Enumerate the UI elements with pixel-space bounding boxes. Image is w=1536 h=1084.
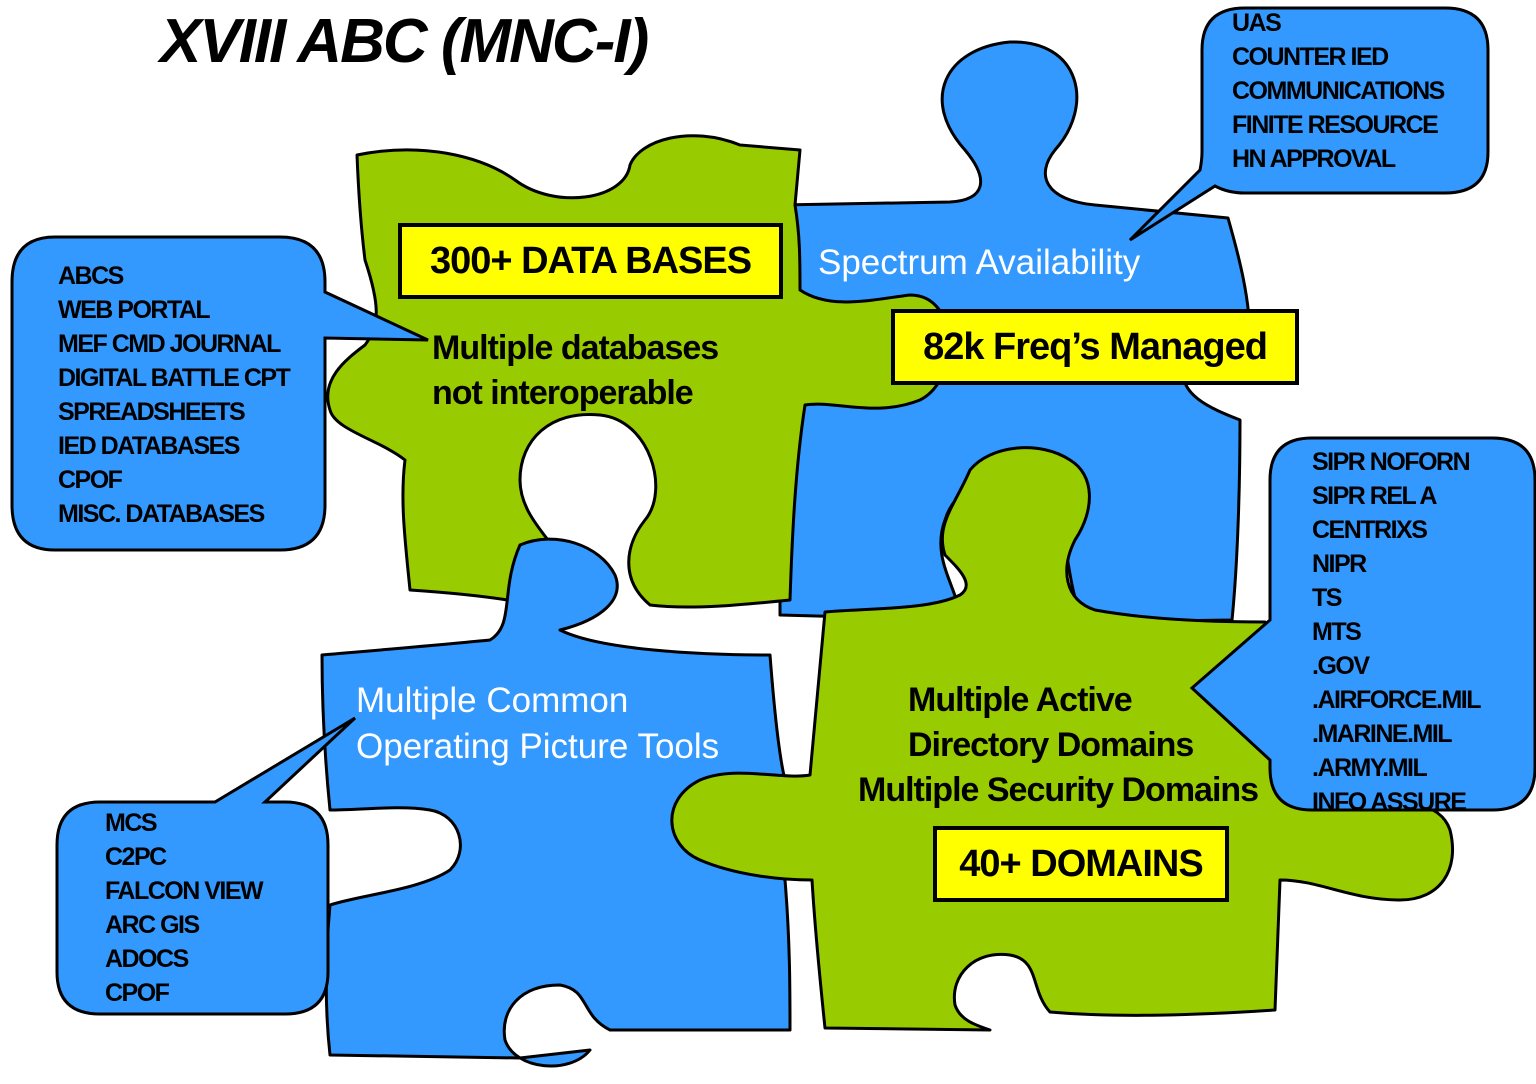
cop-line-1: Multiple Common	[356, 681, 629, 720]
list-item: COUNTER IED	[1232, 43, 1389, 71]
databases-line-2: not interoperable	[432, 374, 694, 412]
list-item: FINITE RESOURCE	[1232, 111, 1439, 139]
databases-line-1: Multiple databases	[432, 329, 719, 367]
domains-description: Multiple Active Directory Domains Multip…	[858, 678, 1259, 813]
databases-count-label: 300+ DATA BASES	[429, 239, 752, 282]
list-item: ABCS	[58, 262, 124, 290]
spectrum-callout-bubble	[1128, 6, 1490, 242]
list-item: MTS	[1312, 618, 1362, 646]
domains-callout-list: SIPR NOFORN SIPR REL A CENTRIXS NIPR TS …	[1312, 445, 1482, 819]
spectrum-description: Spectrum Availability	[818, 240, 1140, 286]
list-item: ADOCS	[105, 945, 189, 973]
frequencies-box: 82k Freq’s Managed	[891, 309, 1299, 385]
databases-description: Multiple databases not interoperable	[432, 326, 719, 416]
list-item: .GOV	[1312, 652, 1370, 680]
cop-puzzle-piece	[320, 537, 792, 1068]
domains-callout-bubble	[1189, 436, 1536, 812]
databases-count-box: 300+ DATA BASES	[398, 223, 783, 299]
cop-callout-list: MCS C2PC FALCON VIEW ARC GIS ADOCS CPOF	[105, 806, 264, 1010]
domains-line-2: Directory Domains	[908, 726, 1194, 764]
domains-line-1: Multiple Active	[908, 681, 1133, 719]
cop-callout-bubble	[55, 716, 357, 1016]
list-item: SIPR NOFORN	[1312, 448, 1471, 476]
list-item: .MARINE.MIL	[1312, 720, 1453, 748]
domains-count-label: 40+ DOMAINS	[959, 842, 1203, 885]
list-item: ARC GIS	[105, 911, 200, 939]
list-item: INFO ASSURE	[1312, 788, 1467, 816]
list-item: UAS	[1232, 9, 1282, 37]
domains-line-3: Multiple Security Domains	[858, 771, 1259, 809]
list-item: .AIRFORCE.MIL	[1312, 686, 1482, 714]
list-item: FALCON VIEW	[105, 877, 264, 905]
list-item: CPOF	[105, 979, 170, 1007]
list-item: MISC. DATABASES	[58, 500, 265, 528]
domains-count-box: 40+ DOMAINS	[933, 826, 1229, 902]
list-item: IED DATABASES	[58, 432, 240, 460]
spectrum-callout-list: UAS COUNTER IED COMMUNICATIONS FINITE RE…	[1232, 6, 1445, 176]
list-item: SPREADSHEETS	[58, 398, 246, 426]
list-item: CPOF	[58, 466, 123, 494]
list-item: HN APPROVAL	[1232, 145, 1396, 173]
list-item: NIPR	[1312, 550, 1367, 578]
list-item: SIPR REL A	[1312, 482, 1437, 510]
list-item: MCS	[105, 809, 158, 837]
list-item: .ARMY.MIL	[1312, 754, 1428, 782]
list-item: TS	[1312, 584, 1342, 612]
page-title: XVIII ABC (MNC-I)	[160, 7, 649, 76]
databases-callout-list: ABCS WEB PORTAL MEF CMD JOURNAL DIGITAL …	[58, 259, 291, 531]
domains-puzzle-piece	[670, 446, 1455, 1032]
frequencies-label: 82k Freq’s Managed	[923, 325, 1268, 368]
list-item: MEF CMD JOURNAL	[58, 330, 281, 358]
list-item: CENTRIXS	[1312, 516, 1428, 544]
list-item: WEB PORTAL	[58, 296, 211, 324]
list-item: DIGITAL BATTLE CPT	[58, 364, 291, 392]
list-item: C2PC	[105, 843, 167, 871]
databases-callout-bubble	[10, 235, 429, 552]
list-item: COMMUNICATIONS	[1232, 77, 1445, 105]
cop-description: Multiple Common Operating Picture Tools	[356, 678, 719, 770]
cop-line-2: Operating Picture Tools	[356, 727, 720, 766]
spectrum-label: Spectrum Availability	[818, 243, 1141, 282]
